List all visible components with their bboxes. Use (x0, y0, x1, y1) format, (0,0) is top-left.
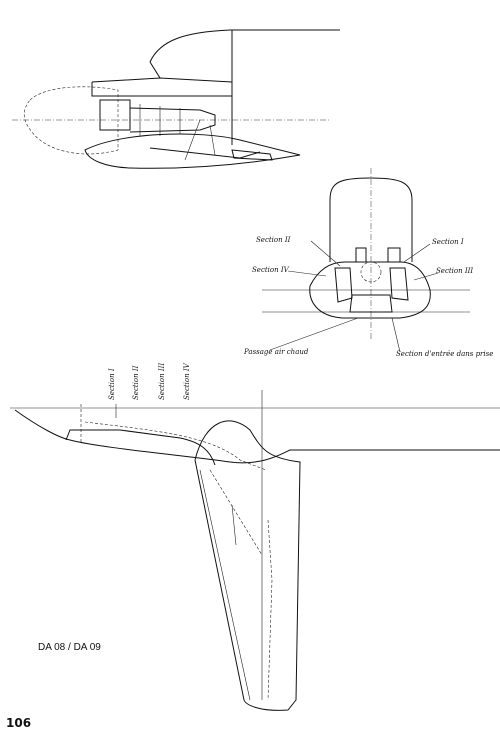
leader-inlet (391, 317, 401, 353)
flow-arrow (231, 504, 237, 546)
canopy-front (149, 61, 161, 79)
fin-leading-edge (199, 469, 251, 701)
central-duct (349, 294, 393, 313)
exhaust-nozzle (231, 149, 273, 161)
model-caption: DA 08 / DA 09 (38, 642, 101, 653)
fuselage-section (329, 177, 413, 262)
leader-section-3 (413, 272, 439, 281)
canopy-outline (149, 29, 340, 63)
fin-side-view (10, 390, 500, 711)
intake-duct (129, 107, 216, 133)
label-section-3: Section III (436, 267, 474, 275)
label-side-section-2: Section II (132, 365, 140, 400)
front-section-view (262, 168, 470, 353)
middle-frame (91, 82, 232, 97)
nose-cone-dashed (23, 86, 119, 155)
leader-hot-air (269, 317, 359, 351)
duct-right (389, 267, 409, 301)
duct-left (334, 267, 353, 303)
label-section-2: Section II (256, 236, 291, 244)
label-side-section-1: Section I (108, 368, 116, 400)
label-side-section-3: Section III (158, 362, 166, 400)
leader-section-1 (403, 243, 431, 263)
page-number: 106 (6, 716, 32, 730)
duct-frames (139, 104, 181, 136)
upper-ducts (355, 247, 401, 263)
lower-fairing (84, 133, 301, 169)
label-hot-air: Passage air chaud (244, 348, 309, 356)
leader-section-4 (287, 270, 327, 277)
inner-duct-upper (65, 429, 216, 466)
label-section-4: Section IV (252, 266, 289, 274)
engine-block (99, 99, 131, 131)
leader-section-2 (310, 240, 341, 267)
label-section-1: Section I (432, 238, 464, 246)
fin-outline (194, 420, 301, 711)
intake-outline (309, 261, 431, 319)
fin-inner-rib (267, 519, 273, 701)
label-inlet-section: Section d'entrée dans prise (396, 350, 494, 358)
inner-struts (184, 119, 216, 161)
engine-circle (360, 261, 382, 283)
nose-side-view (12, 29, 340, 169)
upper-frame (91, 77, 233, 83)
label-side-section-4: Section IV (183, 363, 191, 400)
flow-path (84, 421, 267, 471)
fuselage-lower-contour (14, 409, 500, 464)
fin-inner-dash (209, 469, 263, 556)
exhaust-pipe (149, 147, 261, 159)
